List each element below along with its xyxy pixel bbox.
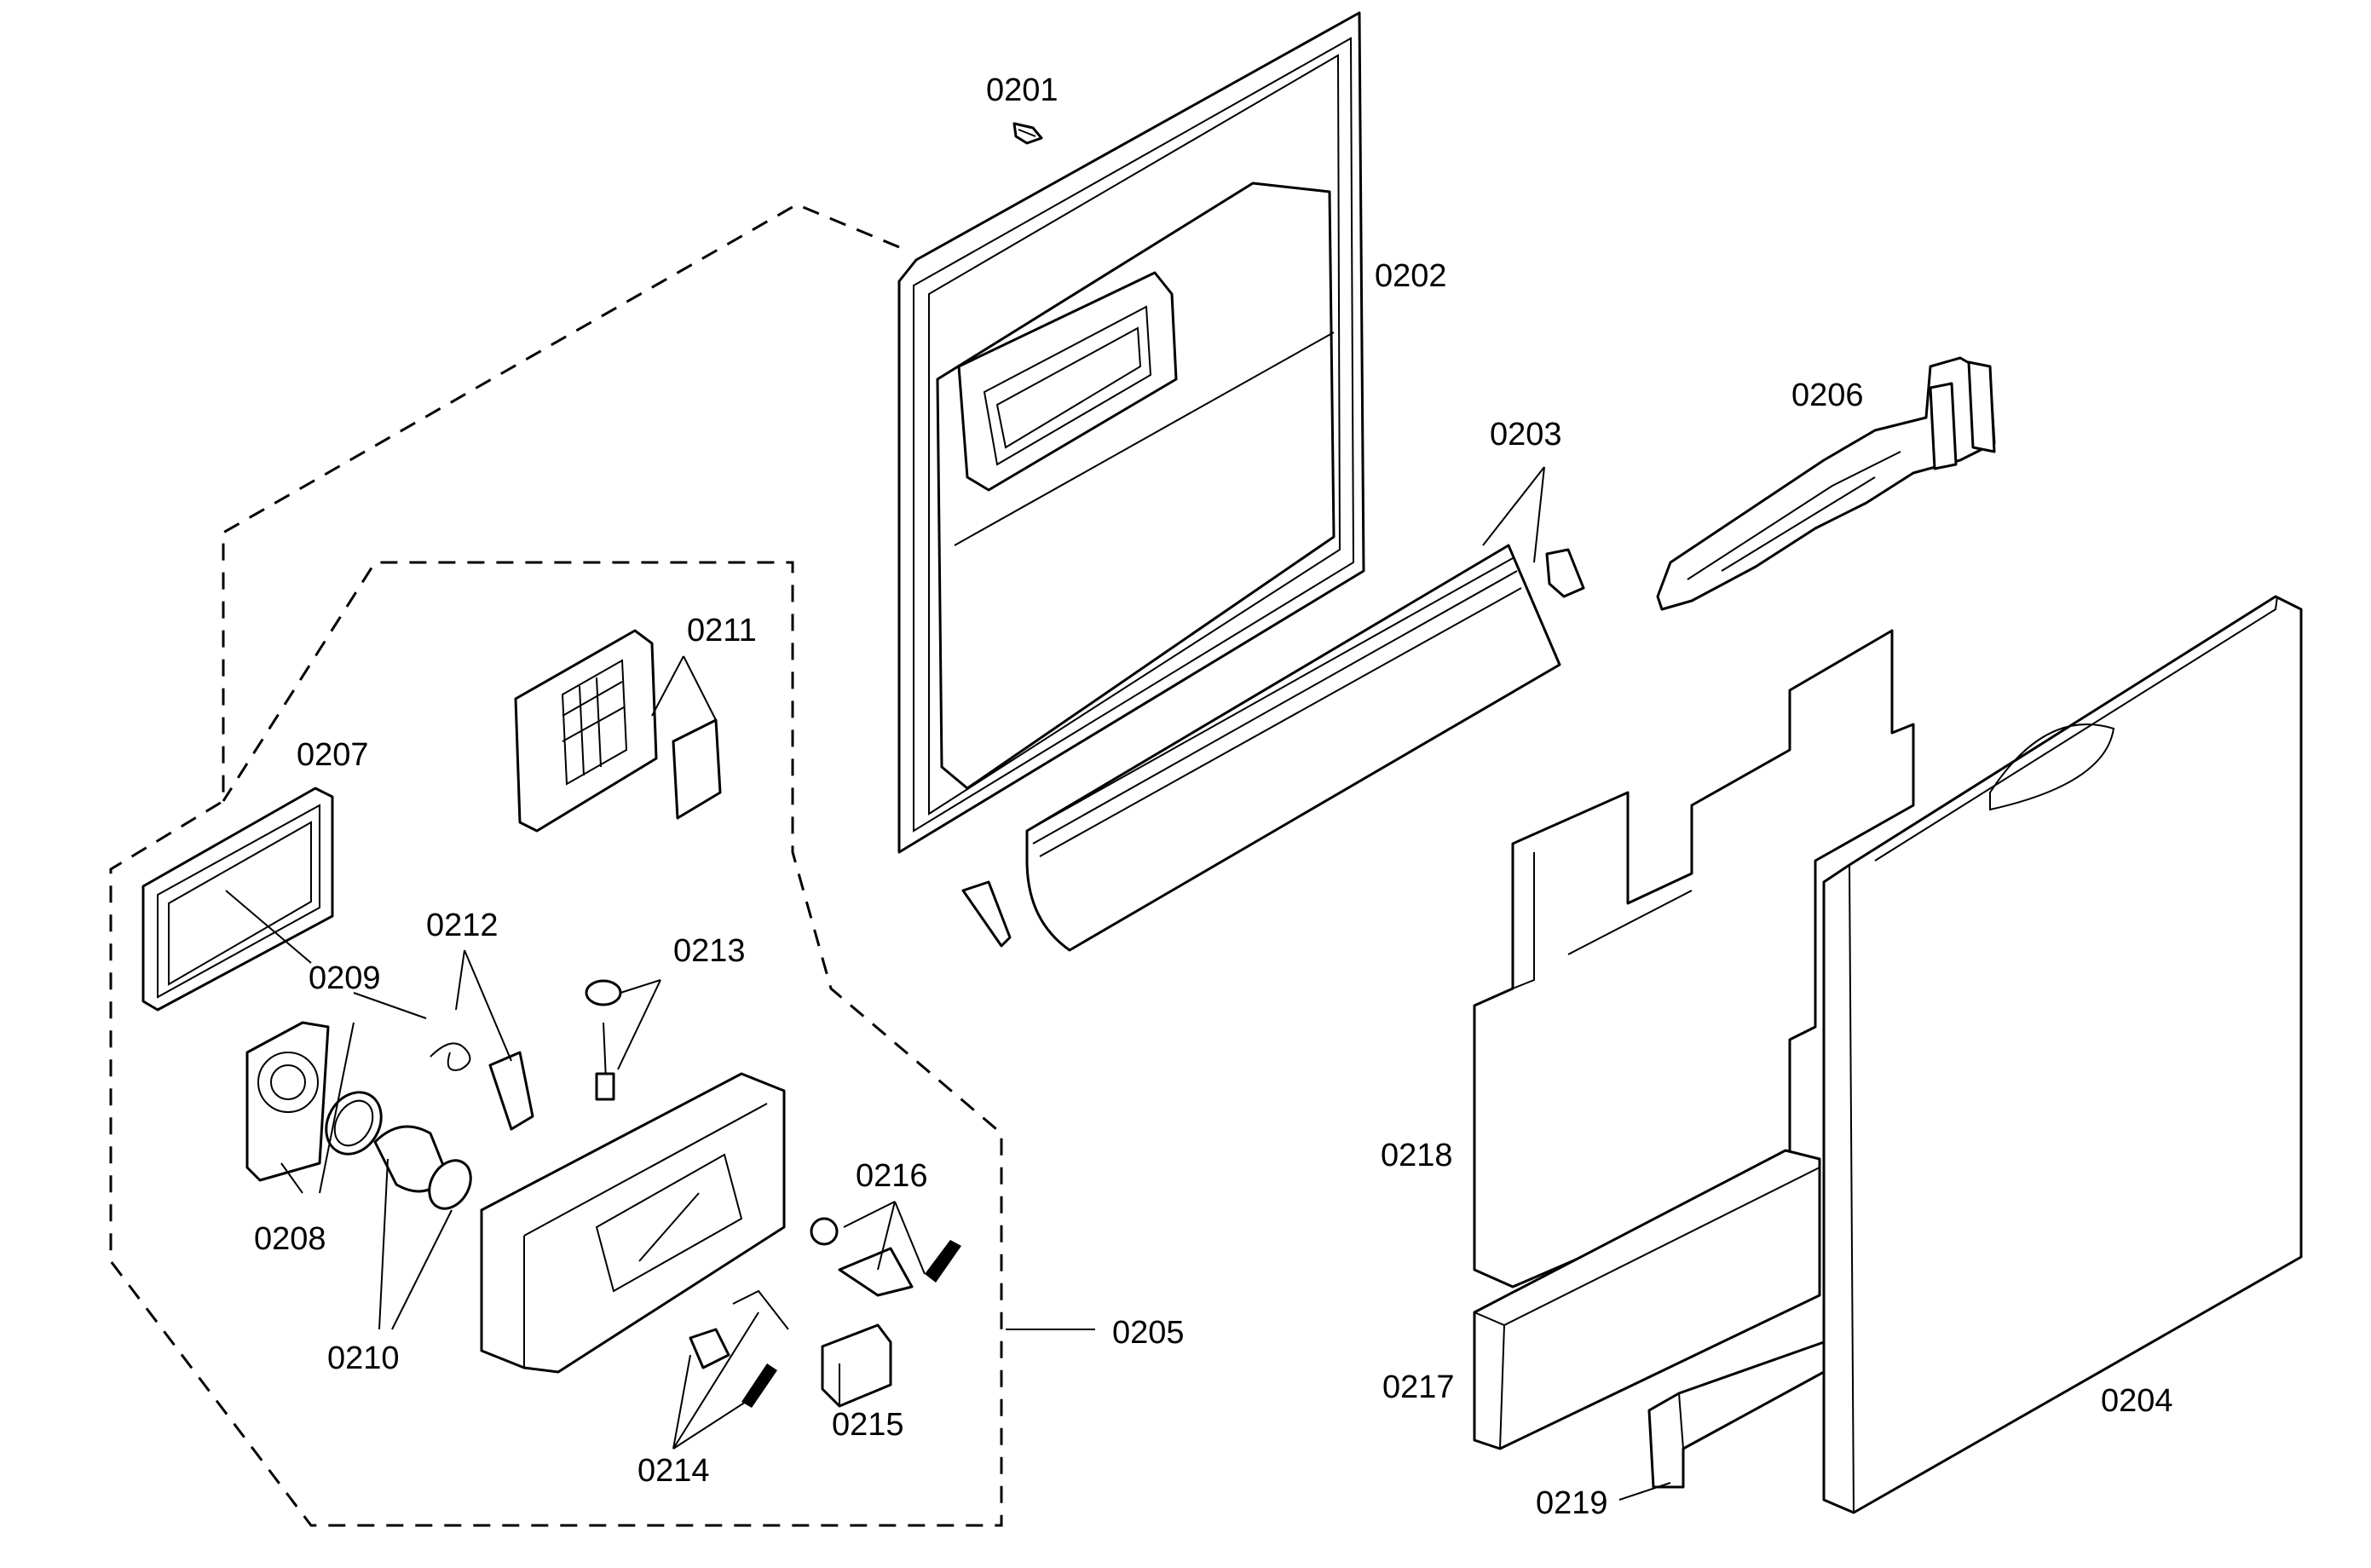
label-0217: 0217 — [1382, 1369, 1455, 1405]
label-0216: 0216 — [856, 1158, 928, 1194]
pin-0213 — [585, 979, 622, 1101]
label-0211: 0211 — [687, 613, 757, 649]
actuator-0215 — [821, 1323, 892, 1408]
label-0207: 0207 — [297, 737, 369, 773]
label-0210: 0210 — [327, 1340, 400, 1376]
label-0201: 0201 — [986, 72, 1059, 108]
inner-door-panel-0202 — [897, 11, 1365, 854]
actuator-parts-0216 — [810, 1217, 961, 1297]
label-0208: 0208 — [254, 1221, 326, 1257]
outer-door-panel-0204 — [1822, 595, 2303, 1514]
part-labels: 0201 0202 0203 0206 0211 0207 0212 0213 … — [254, 72, 2173, 1521]
insulation-strip-0217 — [1473, 1149, 1821, 1450]
bushing-0210 — [373, 1125, 472, 1210]
lower-trim-0203 — [961, 544, 1585, 952]
label-0206: 0206 — [1791, 378, 1864, 413]
label-0209: 0209 — [309, 960, 381, 996]
label-0204: 0204 — [2101, 1383, 2173, 1419]
frame-0207 — [141, 787, 334, 1012]
outer-group-boundary — [109, 203, 1003, 1527]
dispenser-body-0205 — [480, 1072, 786, 1374]
spring-0212 — [430, 1042, 534, 1131]
ring-0209 — [325, 1091, 383, 1156]
insulation-panel-0218 — [1473, 629, 1915, 1288]
label-0213: 0213 — [673, 933, 746, 969]
leader-lines — [225, 466, 1671, 1501]
label-0215: 0215 — [832, 1407, 904, 1443]
label-0202: 0202 — [1375, 258, 1447, 294]
hinge-bracket-0206 — [1656, 356, 1996, 611]
filter-0211 — [514, 629, 722, 833]
label-0203: 0203 — [1490, 417, 1562, 453]
label-0214: 0214 — [637, 1453, 710, 1489]
label-0219: 0219 — [1536, 1485, 1608, 1521]
lid-0208 — [245, 1021, 330, 1182]
label-0218: 0218 — [1381, 1138, 1453, 1173]
actuator-parts-0214 — [689, 1289, 789, 1408]
label-0205: 0205 — [1112, 1315, 1185, 1351]
screw-0201 — [1012, 122, 1043, 145]
label-0212: 0212 — [426, 908, 499, 943]
